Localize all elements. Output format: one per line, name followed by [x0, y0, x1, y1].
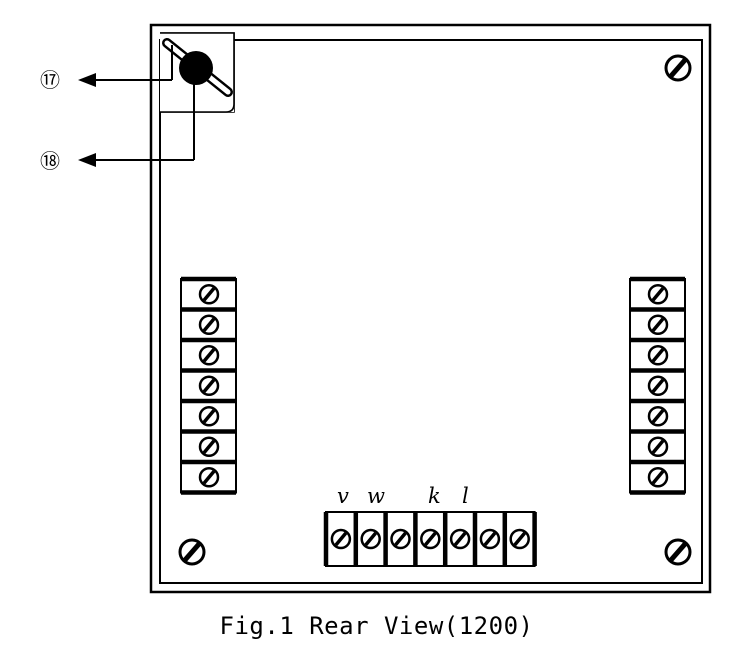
right-terminal-screw-3: [647, 344, 669, 366]
right-terminal-screw-1: [647, 283, 669, 305]
adjustment-knob[interactable]: [179, 51, 213, 85]
callout-17: ⑰: [40, 68, 60, 92]
bottom-terminal-screw-6: [479, 528, 501, 550]
left-terminal-screw-2: [198, 314, 220, 336]
outer-panel-border: [149, 23, 712, 594]
left-terminal-screw-3: [198, 344, 220, 366]
left-terminal-screw-5: [198, 405, 220, 427]
figure-caption: Fig.1 Rear View(1200): [219, 612, 534, 640]
right-terminal-block: [629, 276, 686, 495]
right-terminal-screw-4: [647, 375, 669, 397]
left-terminal-screw-4: [198, 375, 220, 397]
corner-screw-bottom-left: [180, 540, 204, 564]
bottom-terminal-screw-4: [419, 528, 442, 550]
bottom-terminal-screw-5: [449, 528, 471, 550]
right-terminal-screw-5: [647, 405, 669, 427]
bottom-terminal-block: [323, 511, 537, 567]
terminal-label-k: k: [428, 484, 441, 508]
right-terminal-screw-7: [647, 466, 669, 488]
bottom-terminal-screw-7: [508, 528, 531, 550]
bottom-terminal-screw-2: [359, 528, 382, 550]
right-terminal-screw-2: [647, 314, 669, 336]
corner-screw-bottom-right: [666, 540, 690, 564]
terminal-label-v: v: [337, 484, 349, 508]
bottom-terminal-screw-3: [389, 528, 412, 550]
terminal-label-l: l: [462, 484, 469, 508]
terminal-label-w: w: [367, 484, 385, 508]
left-terminal-screw-1: [198, 283, 220, 305]
left-terminal-screw-7: [198, 466, 220, 488]
left-terminal-screw-6: [198, 436, 220, 458]
corner-screw-top-right: [666, 56, 690, 80]
callout-18: ⑱: [40, 149, 60, 173]
bottom-terminal-screw-1: [330, 528, 352, 550]
left-terminal-block: [180, 276, 237, 495]
right-terminal-screw-6: [647, 436, 669, 458]
callout-leaders: [78, 45, 195, 167]
inner-panel-border: [159, 39, 703, 584]
